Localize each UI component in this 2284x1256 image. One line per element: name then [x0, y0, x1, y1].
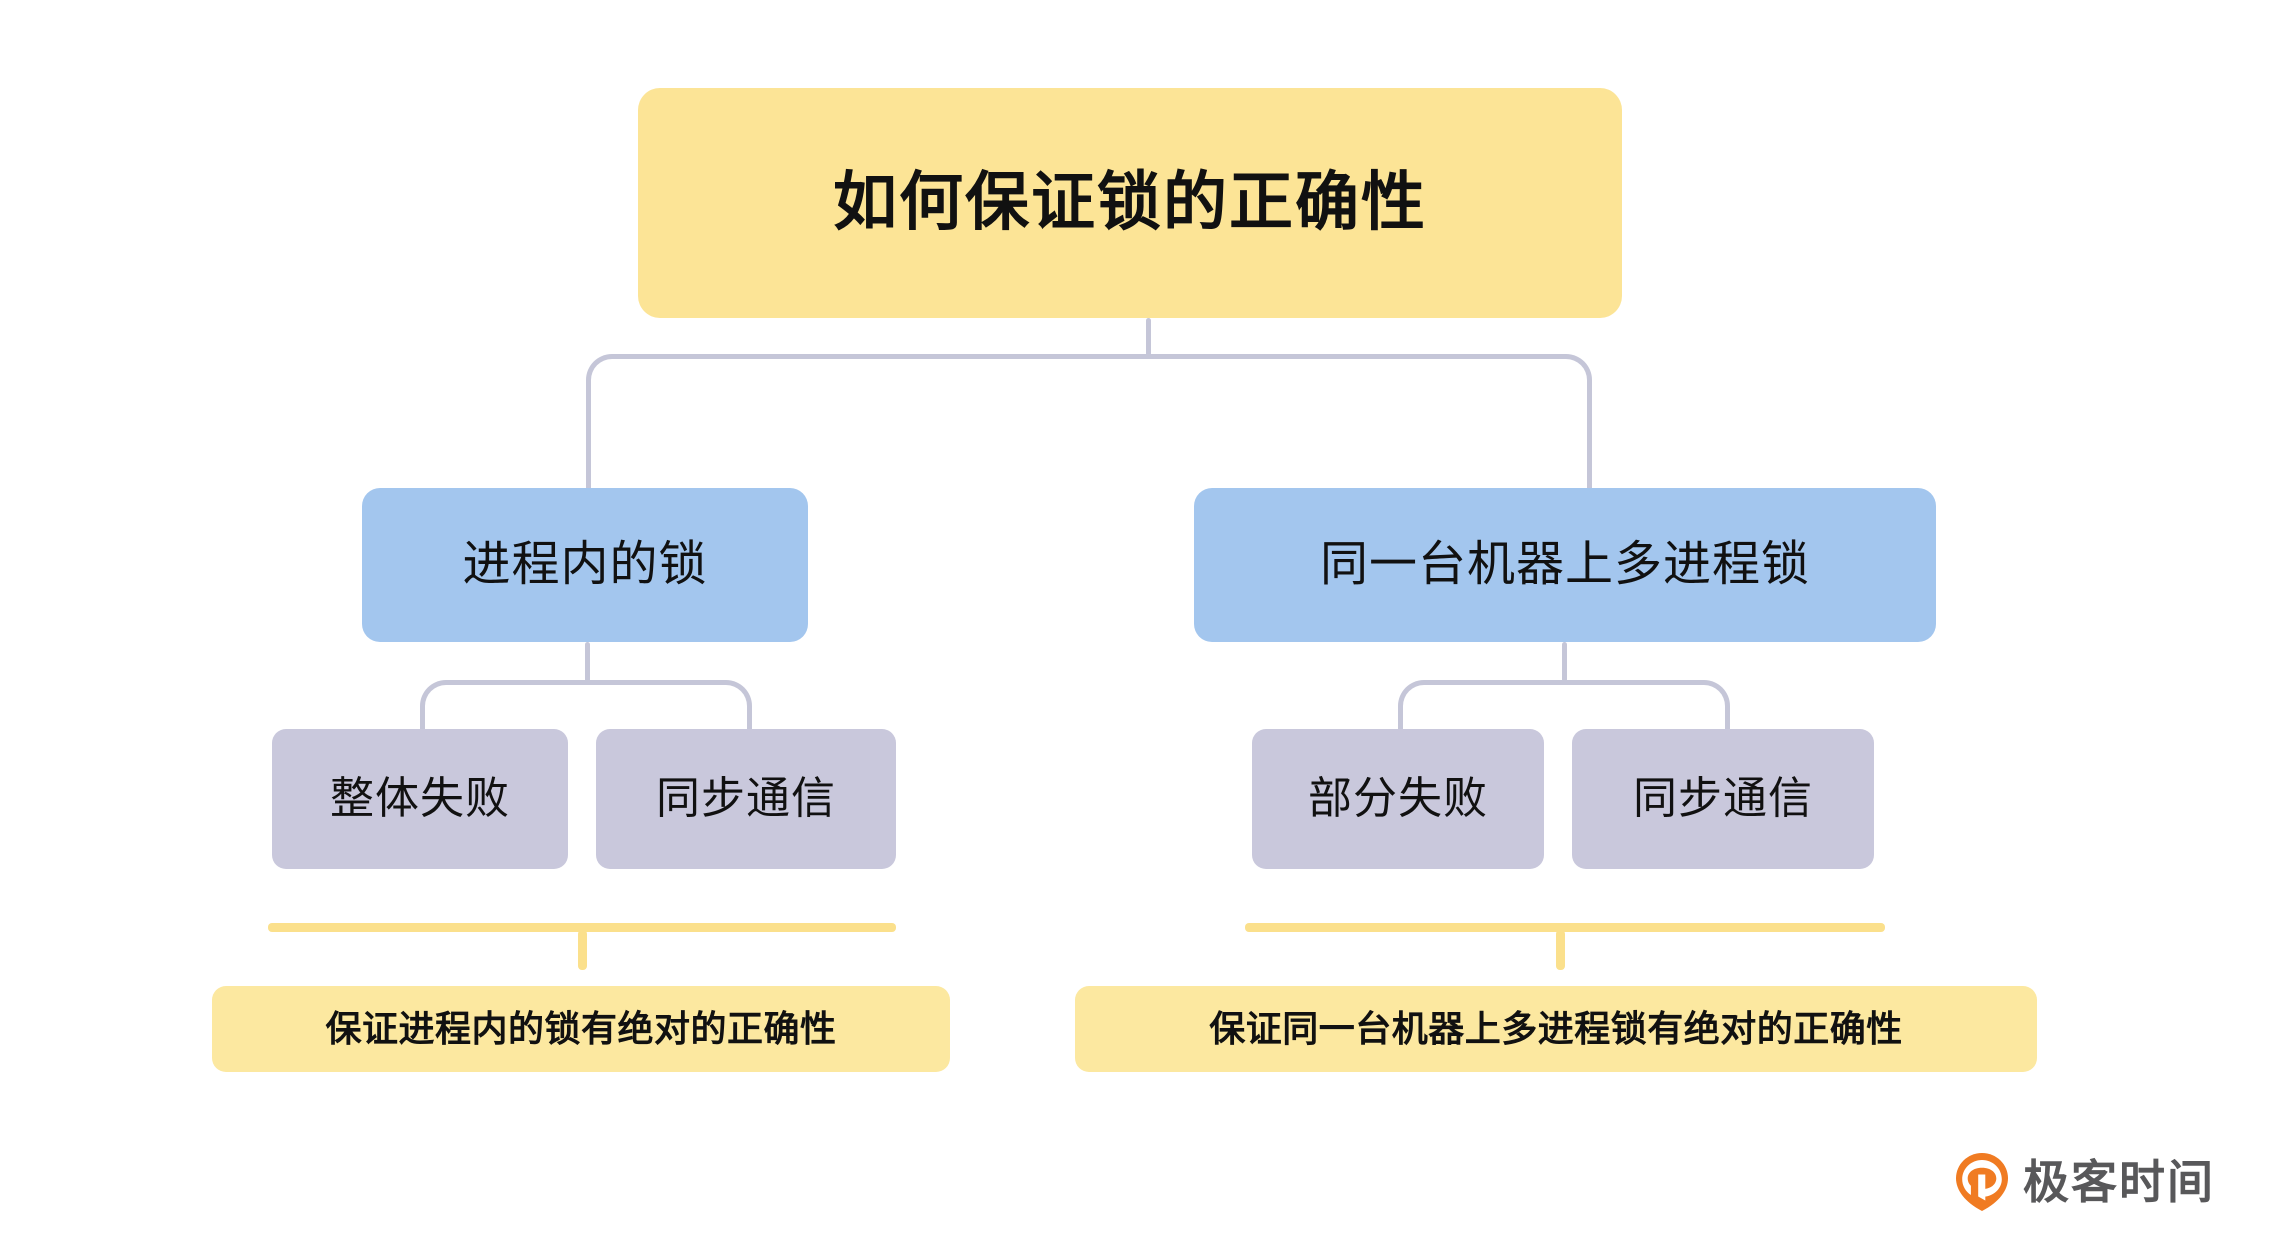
conclusion-node-0[interactable]: 保证进程内的锁有绝对的正确性 — [212, 986, 950, 1072]
leaf-node-1-1[interactable]: 同步通信 — [1572, 729, 1874, 869]
connector-root-stem — [1146, 318, 1151, 356]
leaf-node-0-1[interactable]: 同步通信 — [596, 729, 896, 869]
geektime-pin-icon — [1956, 1153, 2008, 1211]
summary-stem-left — [578, 930, 587, 970]
leaf-node-1-0[interactable]: 部分失败 — [1252, 729, 1544, 869]
root-node[interactable]: 如何保证锁的正确性 — [638, 88, 1622, 318]
branch-node-1[interactable]: 同一台机器上多进程锁 — [1194, 488, 1936, 642]
connector-branch-left-bracket — [420, 680, 752, 740]
summary-bar-right — [1245, 923, 1885, 932]
leaf-node-0-0[interactable]: 整体失败 — [272, 729, 568, 869]
connector-branch-left-stem — [585, 642, 590, 682]
connector-branch-right-bracket — [1398, 680, 1730, 740]
conclusion-node-1[interactable]: 保证同一台机器上多进程锁有绝对的正确性 — [1075, 986, 2037, 1072]
summary-stem-right — [1556, 930, 1565, 970]
watermark-logo: 极客时间 — [1955, 1152, 2215, 1212]
summary-bar-left — [268, 923, 896, 932]
connector-branch-right-stem — [1562, 642, 1567, 682]
watermark-text: 极客时间 — [2023, 1156, 2215, 1208]
branch-node-0[interactable]: 进程内的锁 — [362, 488, 808, 642]
connector-root-bracket — [586, 354, 1592, 500]
